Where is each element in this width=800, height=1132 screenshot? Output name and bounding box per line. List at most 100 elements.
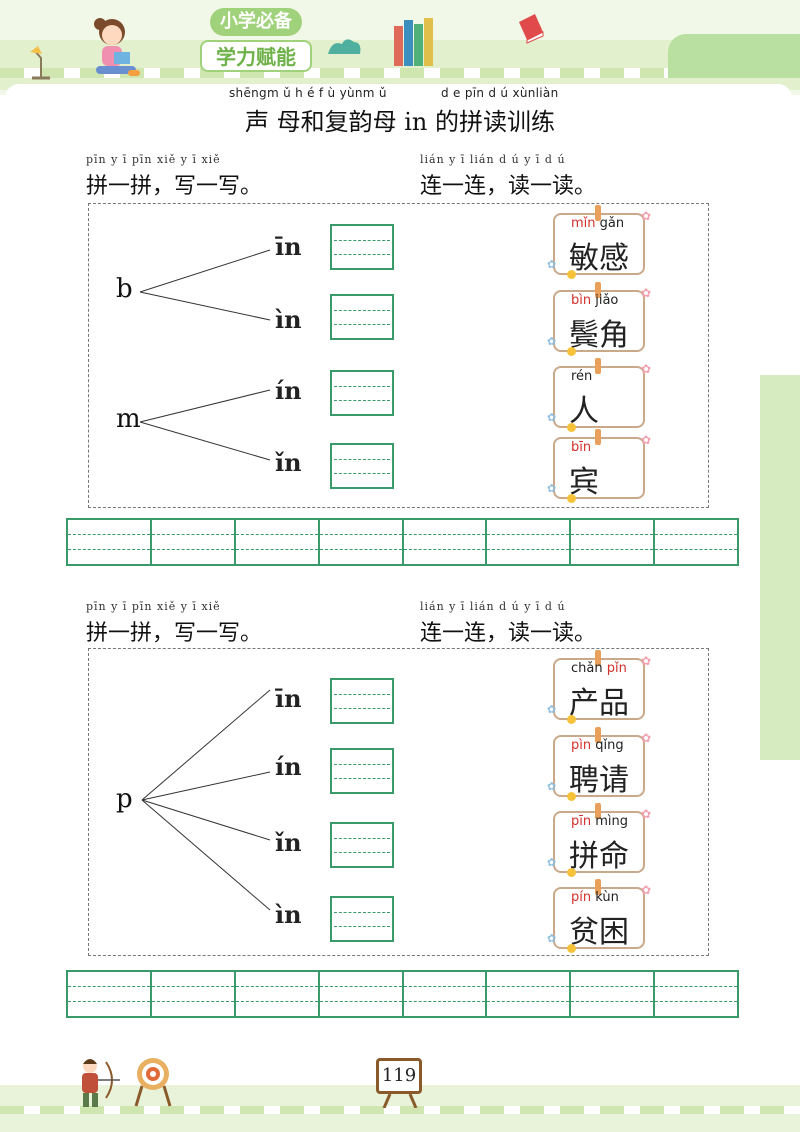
lamp-icon bbox=[30, 46, 50, 80]
grid-cell[interactable] bbox=[235, 972, 320, 1016]
writing-box[interactable] bbox=[330, 443, 394, 489]
star-icon: ✿ bbox=[640, 362, 651, 376]
section1-left-heading: 拼一拼，写一写。 bbox=[86, 174, 263, 199]
card-pinyin-red: pīn bbox=[571, 814, 592, 829]
dot-icon bbox=[567, 944, 576, 953]
section1-right-heading: 连一连，读一读。 bbox=[420, 174, 597, 199]
section2-right-heading: 连一连，读一读。 bbox=[420, 621, 597, 646]
star-icon: ✿ bbox=[640, 654, 651, 668]
writing-box[interactable] bbox=[330, 224, 394, 270]
brand-line1: 小学必备 bbox=[210, 8, 302, 36]
clip-icon bbox=[595, 650, 601, 666]
dot-icon bbox=[567, 715, 576, 724]
grid-cell[interactable] bbox=[68, 972, 152, 1016]
grid-cell[interactable] bbox=[319, 972, 404, 1016]
girl-reading-icon bbox=[94, 18, 140, 76]
writing-box[interactable] bbox=[330, 678, 394, 724]
grid-cell[interactable] bbox=[487, 520, 572, 564]
flower-icon: ✿ bbox=[547, 258, 557, 271]
card-pinyin-red: bīn bbox=[571, 440, 592, 455]
word-card[interactable]: ✿ pín kùn 贫困 ✿ bbox=[547, 879, 651, 953]
word-card[interactable]: ✿ chǎn pǐn 产品 ✿ bbox=[547, 650, 651, 724]
grid-cell[interactable] bbox=[151, 520, 236, 564]
flower-icon: ✿ bbox=[547, 780, 557, 793]
dot-icon bbox=[567, 270, 576, 279]
flower-icon: ✿ bbox=[547, 411, 557, 424]
word-card[interactable]: ✿ pìn qǐng 聘请 ✿ bbox=[547, 727, 651, 801]
dot-icon bbox=[567, 423, 576, 432]
dot-icon bbox=[567, 494, 576, 503]
star-icon: ✿ bbox=[640, 209, 651, 223]
title-pinyin-left: shēngm ǔ h é f ù yùnm ǔ bbox=[229, 86, 387, 100]
card-pinyin: chǎn bbox=[571, 661, 607, 676]
header-road bbox=[0, 68, 800, 78]
clip-icon bbox=[595, 803, 601, 819]
section1-right-heading-pinyin: lián y ī lián d ú y ī d ú bbox=[420, 153, 566, 166]
word-card[interactable]: ✿ bīn 宾 ✿ bbox=[547, 429, 651, 503]
final-label: ín bbox=[275, 376, 302, 405]
grid-cell[interactable] bbox=[68, 520, 152, 564]
dot-icon bbox=[567, 868, 576, 877]
section2-left-heading-pinyin: pīn y ī pīn xiě y ī xiě bbox=[86, 600, 221, 613]
grid-cell[interactable] bbox=[403, 520, 488, 564]
card-word: 产品 bbox=[569, 686, 629, 721]
star-icon: ✿ bbox=[640, 286, 651, 300]
card-pinyin-red: pìn bbox=[571, 738, 592, 753]
card-word: 聘请 bbox=[569, 763, 629, 798]
word-card[interactable]: ✿ mǐn gǎn 敏感 ✿ bbox=[547, 205, 651, 279]
star-icon: ✿ bbox=[640, 731, 651, 745]
card-pinyin-red: pín bbox=[571, 890, 592, 905]
final-label: ìn bbox=[275, 305, 302, 334]
grid-cell[interactable] bbox=[487, 972, 572, 1016]
star-icon: ✿ bbox=[640, 883, 651, 897]
grid-cell[interactable] bbox=[571, 520, 656, 564]
flower-icon: ✿ bbox=[547, 932, 557, 945]
exercise-box-2 bbox=[88, 648, 709, 956]
dot-icon bbox=[567, 347, 576, 356]
writing-grid-1[interactable] bbox=[66, 518, 739, 566]
page-paper bbox=[5, 84, 792, 1084]
card-pinyin-red: bìn bbox=[571, 293, 592, 308]
writing-box[interactable] bbox=[330, 822, 394, 868]
section1-connector-lines bbox=[139, 249, 271, 461]
clip-icon bbox=[595, 727, 601, 743]
side-bar bbox=[760, 375, 800, 760]
initial-b: b bbox=[116, 274, 133, 304]
writing-box[interactable] bbox=[330, 896, 394, 942]
card-word: 贫困 bbox=[569, 915, 629, 950]
grid-cell[interactable] bbox=[655, 520, 737, 564]
writing-box[interactable] bbox=[330, 294, 394, 340]
section2-right-heading-pinyin: lián y ī lián d ú y ī d ú bbox=[420, 600, 566, 613]
flower-icon: ✿ bbox=[547, 335, 557, 348]
brand-logo: 小学必备 学力赋能 bbox=[200, 8, 312, 74]
clip-icon bbox=[595, 429, 601, 445]
page-title: 声 母和复韵母 in 的拼读训练 bbox=[244, 108, 556, 136]
writing-box[interactable] bbox=[330, 370, 394, 416]
word-card[interactable]: ✿ rén 人 ✿ bbox=[547, 358, 651, 432]
star-icon: ✿ bbox=[640, 807, 651, 821]
flower-icon: ✿ bbox=[547, 856, 557, 869]
grid-cell[interactable] bbox=[655, 972, 737, 1016]
final-label: īn bbox=[275, 684, 302, 713]
grid-cell[interactable] bbox=[403, 972, 488, 1016]
grid-cell[interactable] bbox=[235, 520, 320, 564]
writing-grid-2[interactable] bbox=[66, 970, 739, 1018]
grid-cell[interactable] bbox=[571, 972, 656, 1016]
final-label: ìn bbox=[275, 900, 302, 929]
card-pinyin: gǎn bbox=[595, 216, 625, 231]
cloud-icon bbox=[328, 39, 361, 54]
books-icon bbox=[394, 18, 433, 66]
initial-p: p bbox=[116, 784, 133, 814]
clip-icon bbox=[595, 358, 601, 374]
clip-icon bbox=[595, 282, 601, 298]
final-label: ín bbox=[275, 752, 302, 781]
grid-cell[interactable] bbox=[151, 972, 236, 1016]
writing-box[interactable] bbox=[330, 748, 394, 794]
word-card[interactable]: ✿ bìn jiǎo 鬓角 ✿ bbox=[547, 282, 651, 356]
card-pinyin: jiǎo bbox=[591, 293, 619, 308]
title-pinyin-right: d e pīn d ú xùnliàn bbox=[441, 86, 559, 100]
word-card[interactable]: ✿ pīn mìng 拼命 ✿ bbox=[547, 803, 651, 877]
easel-legs-icon bbox=[382, 1094, 418, 1108]
card-pinyin: mìng bbox=[591, 814, 629, 829]
grid-cell[interactable] bbox=[319, 520, 404, 564]
